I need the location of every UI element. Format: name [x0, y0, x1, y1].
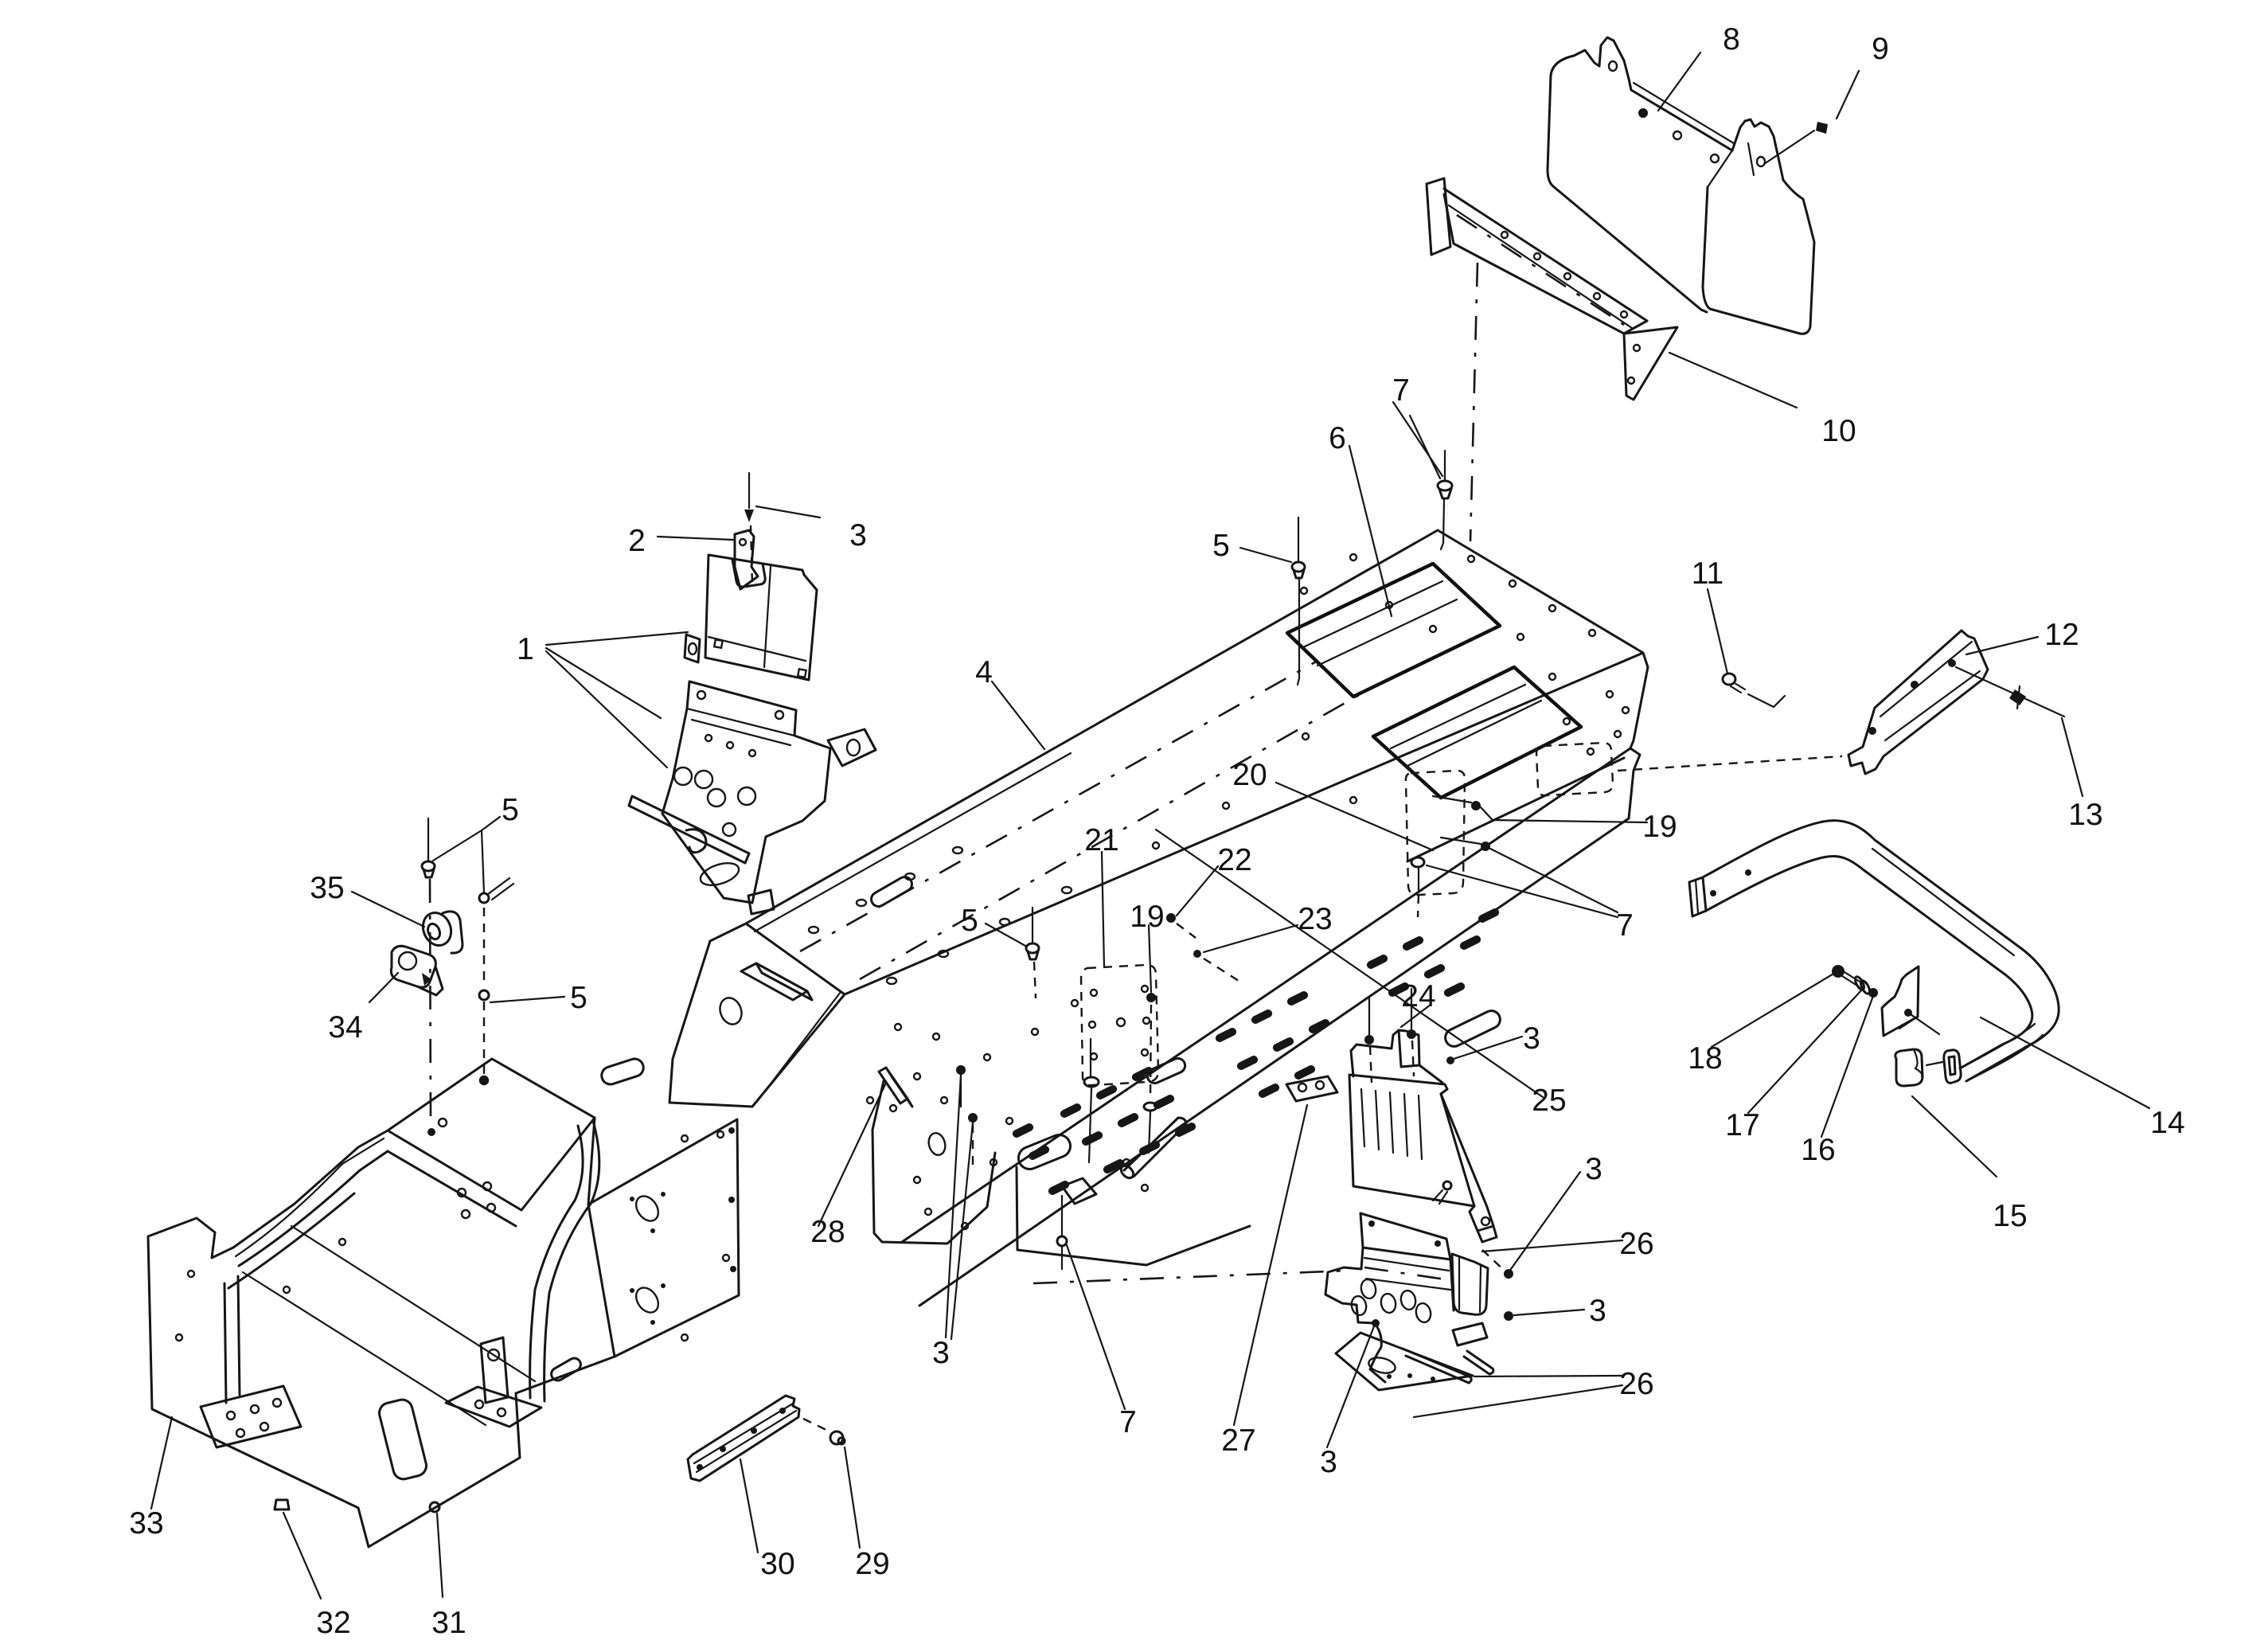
- svg-text:19: 19: [1130, 900, 1164, 934]
- svg-text:25: 25: [1532, 1084, 1566, 1118]
- svg-text:7: 7: [1616, 908, 1634, 943]
- svg-text:5: 5: [570, 981, 587, 1015]
- svg-text:5: 5: [1212, 529, 1230, 563]
- svg-text:19: 19: [1642, 810, 1677, 844]
- svg-text:3: 3: [1589, 1294, 1606, 1328]
- svg-text:18: 18: [1688, 1041, 1722, 1076]
- svg-text:12: 12: [2044, 618, 2079, 652]
- svg-text:21: 21: [1084, 823, 1118, 857]
- svg-text:5: 5: [502, 793, 519, 827]
- svg-text:20: 20: [1232, 758, 1267, 792]
- svg-text:7: 7: [1119, 1405, 1137, 1439]
- svg-text:28: 28: [810, 1215, 845, 1249]
- svg-text:3: 3: [932, 1336, 950, 1370]
- svg-text:1: 1: [517, 632, 534, 666]
- svg-text:32: 32: [316, 1606, 350, 1640]
- svg-text:8: 8: [1723, 22, 1740, 57]
- svg-text:24: 24: [1401, 979, 1435, 1013]
- svg-text:34: 34: [328, 1010, 362, 1045]
- svg-text:3: 3: [1585, 1152, 1602, 1186]
- svg-text:29: 29: [855, 1547, 889, 1581]
- svg-text:9: 9: [1872, 32, 1889, 66]
- svg-text:35: 35: [310, 871, 344, 905]
- svg-text:3: 3: [1523, 1021, 1540, 1056]
- svg-text:6: 6: [1329, 421, 1346, 455]
- svg-text:14: 14: [2150, 1106, 2184, 1140]
- svg-text:17: 17: [1725, 1108, 1759, 1142]
- svg-text:5: 5: [961, 904, 978, 938]
- svg-text:2: 2: [628, 524, 646, 558]
- svg-text:11: 11: [1692, 556, 1724, 591]
- svg-text:3: 3: [1320, 1445, 1337, 1479]
- svg-text:26: 26: [1619, 1227, 1653, 1261]
- svg-text:26: 26: [1619, 1367, 1653, 1401]
- svg-text:13: 13: [2068, 798, 2102, 832]
- svg-text:30: 30: [760, 1547, 794, 1581]
- svg-text:31: 31: [431, 1606, 466, 1640]
- svg-text:4: 4: [975, 655, 993, 689]
- svg-text:22: 22: [1217, 843, 1251, 877]
- svg-text:33: 33: [129, 1506, 163, 1541]
- svg-text:16: 16: [1801, 1133, 1835, 1167]
- svg-text:10: 10: [1821, 414, 1856, 448]
- svg-text:27: 27: [1221, 1423, 1255, 1458]
- svg-text:23: 23: [1298, 902, 1332, 936]
- svg-text:7: 7: [1392, 373, 1410, 408]
- svg-text:3: 3: [849, 518, 867, 553]
- svg-text:15: 15: [1993, 1199, 2027, 1233]
